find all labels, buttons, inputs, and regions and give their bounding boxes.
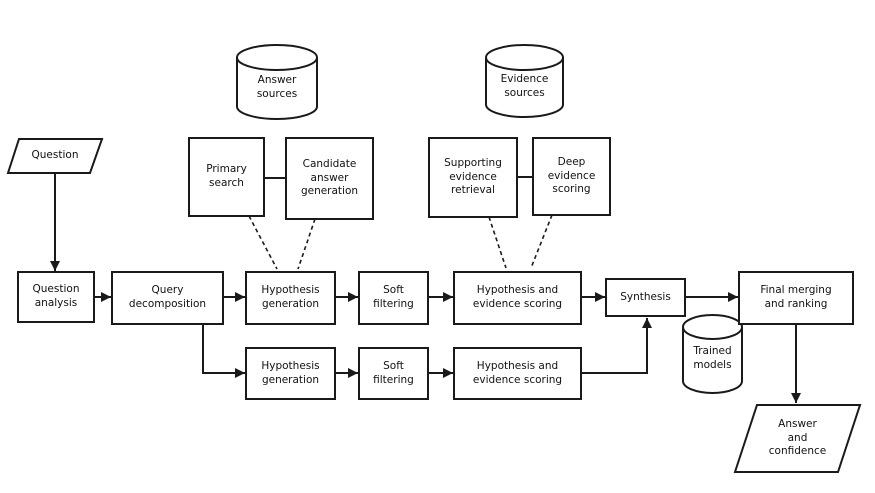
evidence-sources-cylinder [485,44,564,118]
dashed-candidate-answer-to-hypothesis-generation [297,218,316,270]
deep-evidence-scoring-box [532,137,611,216]
hypothesis-generation-bottom-box [245,347,336,400]
trained-models-cylinder [682,314,743,394]
hypothesis-evidence-scoring-bottom-box [453,347,582,400]
query-decomposition-box [111,271,224,325]
synthesis-box [605,278,686,317]
hypothesis-generation-top-box [245,271,336,325]
final-merging-ranking-box [738,271,854,325]
answer-confidence-parallelogram [733,404,862,473]
question-parallelogram [6,138,104,174]
arrow-scoring-bottom-to-synthesis [582,318,652,374]
dashed-primary-search-to-hypothesis-generation [248,215,278,270]
supporting-evidence-retrieval-box [428,137,518,218]
question-analysis-box [17,271,95,323]
arrow-decomposition-to-hypgen-bottom [202,324,245,378]
candidate-answer-generation-box [285,137,374,220]
dashed-deep-evidence-to-scoring [530,214,553,269]
soft-filtering-top-box [358,271,429,325]
soft-filtering-bottom-box [358,347,429,400]
answer-sources-cylinder [236,44,318,120]
primary-search-box [188,137,265,217]
dashed-supporting-evidence-to-scoring [488,216,507,269]
hypothesis-evidence-scoring-top-box [453,271,582,325]
